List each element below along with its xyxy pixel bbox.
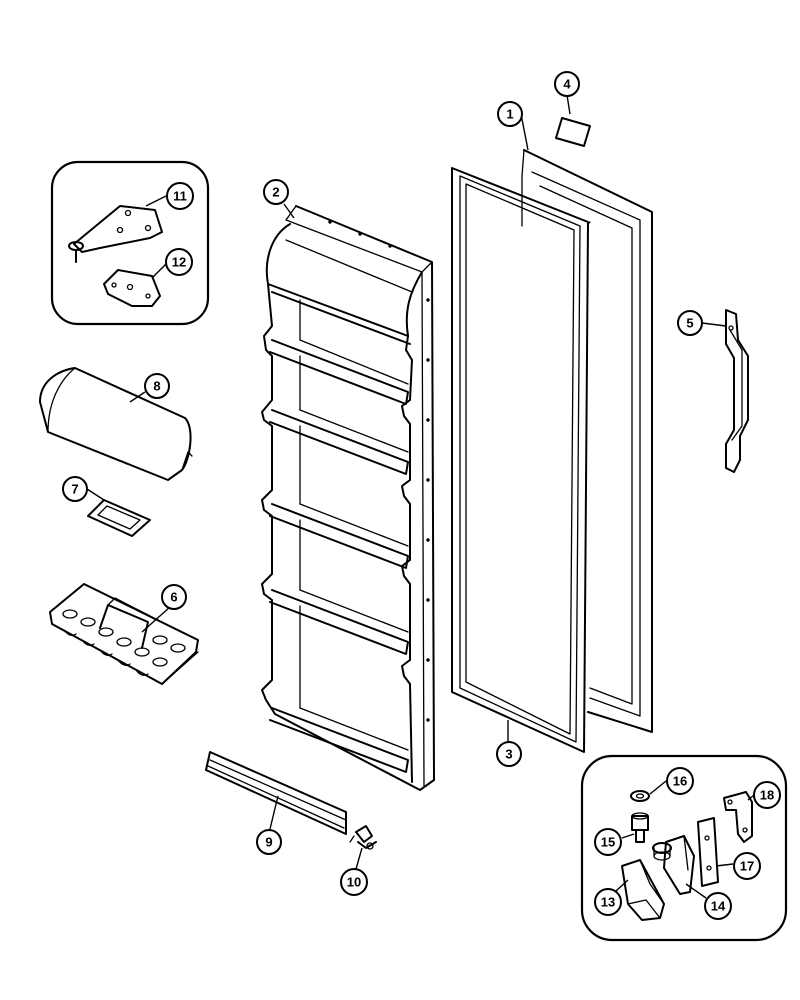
inset-hinge-parts [580,754,788,942]
part-7-small-tray [87,499,151,537]
leader-lines [86,94,755,899]
part-11-hinge-plate [68,205,163,263]
callout-8-text: 8 [153,379,160,394]
callout-14-text: 14 [711,899,726,914]
callout-10-text: 10 [347,875,361,890]
part-14-hinge [652,835,695,895]
part-5-door-handle [725,309,749,473]
part-13-hinge-cover [621,859,665,921]
part-2-door-liner [261,205,435,791]
callout-9: 9 [256,829,282,855]
callout-11-text: 11 [173,189,187,204]
callout-1-text: 1 [506,107,513,122]
callout-7: 7 [62,476,88,502]
callout-4: 4 [554,71,580,97]
callout-17-text: 17 [740,859,754,874]
callout-2: 2 [263,179,289,205]
callout-5-text: 5 [686,316,693,331]
callout-13-text: 13 [601,895,615,910]
callout-3-text: 3 [505,747,512,762]
callout-12: 12 [165,248,193,276]
part-15-bushing [631,812,649,843]
callout-12-text: 12 [172,255,186,270]
part-12-hinge-plate [103,269,161,307]
part-1-outer-door [521,149,653,733]
part-4-label [555,117,591,147]
callout-9-text: 9 [265,835,272,850]
callout-8: 8 [144,373,170,399]
callout-2-text: 2 [272,185,279,200]
callout-18: 18 [753,781,781,809]
part-16-washer [630,790,650,802]
part-17-shim [697,817,719,887]
callout-7-text: 7 [71,482,78,497]
part-6-egg-tray [49,583,199,685]
callout-10: 10 [340,868,368,896]
callout-18-text: 18 [760,788,774,803]
part-3-door-gasket [451,167,589,753]
callout-11: 11 [166,182,194,210]
callout-6: 6 [161,584,187,610]
part-10-clip [349,825,377,850]
part-18-bracket [723,791,753,843]
callout-1: 1 [497,101,523,127]
callout-14: 14 [704,892,732,920]
callout-3: 3 [496,741,522,767]
callout-15-text: 15 [601,835,615,850]
callout-5: 5 [677,310,703,336]
callout-16-text: 16 [673,774,687,789]
callout-4-text: 4 [563,77,571,92]
callout-13: 13 [594,888,622,916]
callout-16: 16 [666,767,694,795]
part-8-bin-cover [39,367,193,481]
callout-17: 17 [733,852,761,880]
part-9-trim-strip [205,751,347,835]
callout-15: 15 [594,828,622,856]
callout-6-text: 6 [170,590,177,605]
